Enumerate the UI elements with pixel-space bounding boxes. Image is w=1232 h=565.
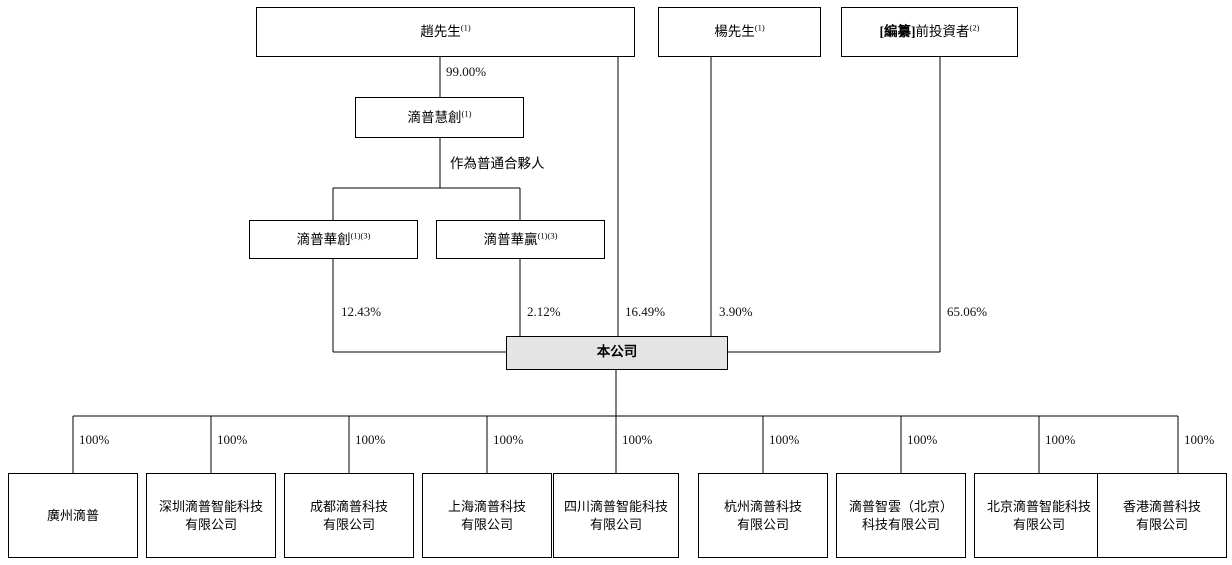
node-subsidiary[interactable]: 北京滴普智能科技 有限公司 xyxy=(974,473,1104,558)
node-dipu-huachuang[interactable]: 滴普華創(1)(3) xyxy=(249,220,418,259)
node-subsidiary-label: 深圳滴普智能科技 有限公司 xyxy=(158,499,263,532)
node-subsidiary[interactable]: 廣州滴普 xyxy=(8,473,138,558)
node-subsidiary-label: 廣州滴普 xyxy=(46,507,99,523)
edge-label-subsidiary-ownership: 100% xyxy=(1045,432,1076,447)
node-yang-label: 楊先生(1) xyxy=(714,22,765,40)
footnote-marker: (1)(3) xyxy=(537,230,558,241)
edge-label-subsidiary-ownership: 100% xyxy=(622,432,653,447)
edge-label-16-49-percent: 16.49% xyxy=(625,304,666,319)
edge-label-general-partner: 作為普通合夥人 xyxy=(450,156,545,171)
node-subsidiary[interactable]: 深圳滴普智能科技 有限公司 xyxy=(146,473,276,558)
footnote-marker: (1) xyxy=(460,22,471,33)
edge-label-subsidiary-ownership: 100% xyxy=(493,432,524,447)
edge-label-subsidiary-ownership: 100% xyxy=(1184,432,1215,447)
node-subsidiary-label: 上海滴普科技 有限公司 xyxy=(447,499,526,532)
node-subsidiary-label: 北京滴普智能科技 有限公司 xyxy=(986,499,1091,532)
edge-label-subsidiary-ownership: 100% xyxy=(79,432,110,447)
node-yang-xiansheng[interactable]: 楊先生(1) xyxy=(658,7,821,57)
node-subsidiary[interactable]: 滴普智雲（北京） 科技有限公司 xyxy=(836,473,966,558)
node-pre-investors-label: [編纂]前投資者(2) xyxy=(879,22,980,40)
node-subsidiary[interactable]: 四川滴普智能科技 有限公司 xyxy=(553,473,679,558)
node-subsidiary[interactable]: 香港滴普科技 有限公司 xyxy=(1097,473,1227,558)
edge-label-3-90-percent: 3.90% xyxy=(719,304,753,319)
node-company-label: 本公司 xyxy=(596,344,638,361)
node-subsidiary[interactable]: 上海滴普科技 有限公司 xyxy=(422,473,552,558)
node-huachuang-label: 滴普華創(1)(3) xyxy=(296,230,371,247)
footnote-marker: (1)(3) xyxy=(350,230,371,241)
footnote-marker: (2) xyxy=(969,22,980,33)
node-dipu-huichuang[interactable]: 滴普慧創(1) xyxy=(355,97,524,138)
edge-label-subsidiary-ownership: 100% xyxy=(355,432,386,447)
redaction-bracket: [編纂] xyxy=(879,24,916,40)
edge-label-99-percent: 99.00% xyxy=(446,64,487,79)
edge-label-65-06-percent: 65.06% xyxy=(947,304,988,319)
node-huaying-label: 滴普華贏(1)(3) xyxy=(483,230,558,247)
node-subsidiary-label: 成都滴普科技 有限公司 xyxy=(309,499,388,532)
node-subsidiary-label: 杭州滴普科技 有限公司 xyxy=(723,499,802,532)
node-dipu-huaying[interactable]: 滴普華贏(1)(3) xyxy=(436,220,605,259)
node-zhao-label: 趙先生(1) xyxy=(420,22,471,40)
node-pre-investors[interactable]: [編纂]前投資者(2) xyxy=(841,7,1018,57)
node-the-company[interactable]: 本公司 xyxy=(506,336,728,370)
footnote-marker: (1) xyxy=(754,22,765,33)
edge-label-subsidiary-ownership: 100% xyxy=(769,432,800,447)
node-subsidiary-label: 香港滴普科技 有限公司 xyxy=(1122,499,1201,532)
edge-label-subsidiary-ownership: 100% xyxy=(217,432,248,447)
edge-label-12-43-percent: 12.43% xyxy=(341,304,382,319)
node-subsidiary-label: 滴普智雲（北京） 科技有限公司 xyxy=(848,499,953,532)
node-subsidiary-label: 四川滴普智能科技 有限公司 xyxy=(563,499,668,532)
node-subsidiary[interactable]: 成都滴普科技 有限公司 xyxy=(284,473,414,558)
edge-label-subsidiary-ownership: 100% xyxy=(907,432,938,447)
node-zhao-xiansheng[interactable]: 趙先生(1) xyxy=(256,7,635,57)
edge-label-2-12-percent: 2.12% xyxy=(527,304,561,319)
node-subsidiary[interactable]: 杭州滴普科技 有限公司 xyxy=(698,473,828,558)
footnote-marker: (1) xyxy=(461,108,472,119)
node-huichuang-label: 滴普慧創(1) xyxy=(407,108,472,125)
